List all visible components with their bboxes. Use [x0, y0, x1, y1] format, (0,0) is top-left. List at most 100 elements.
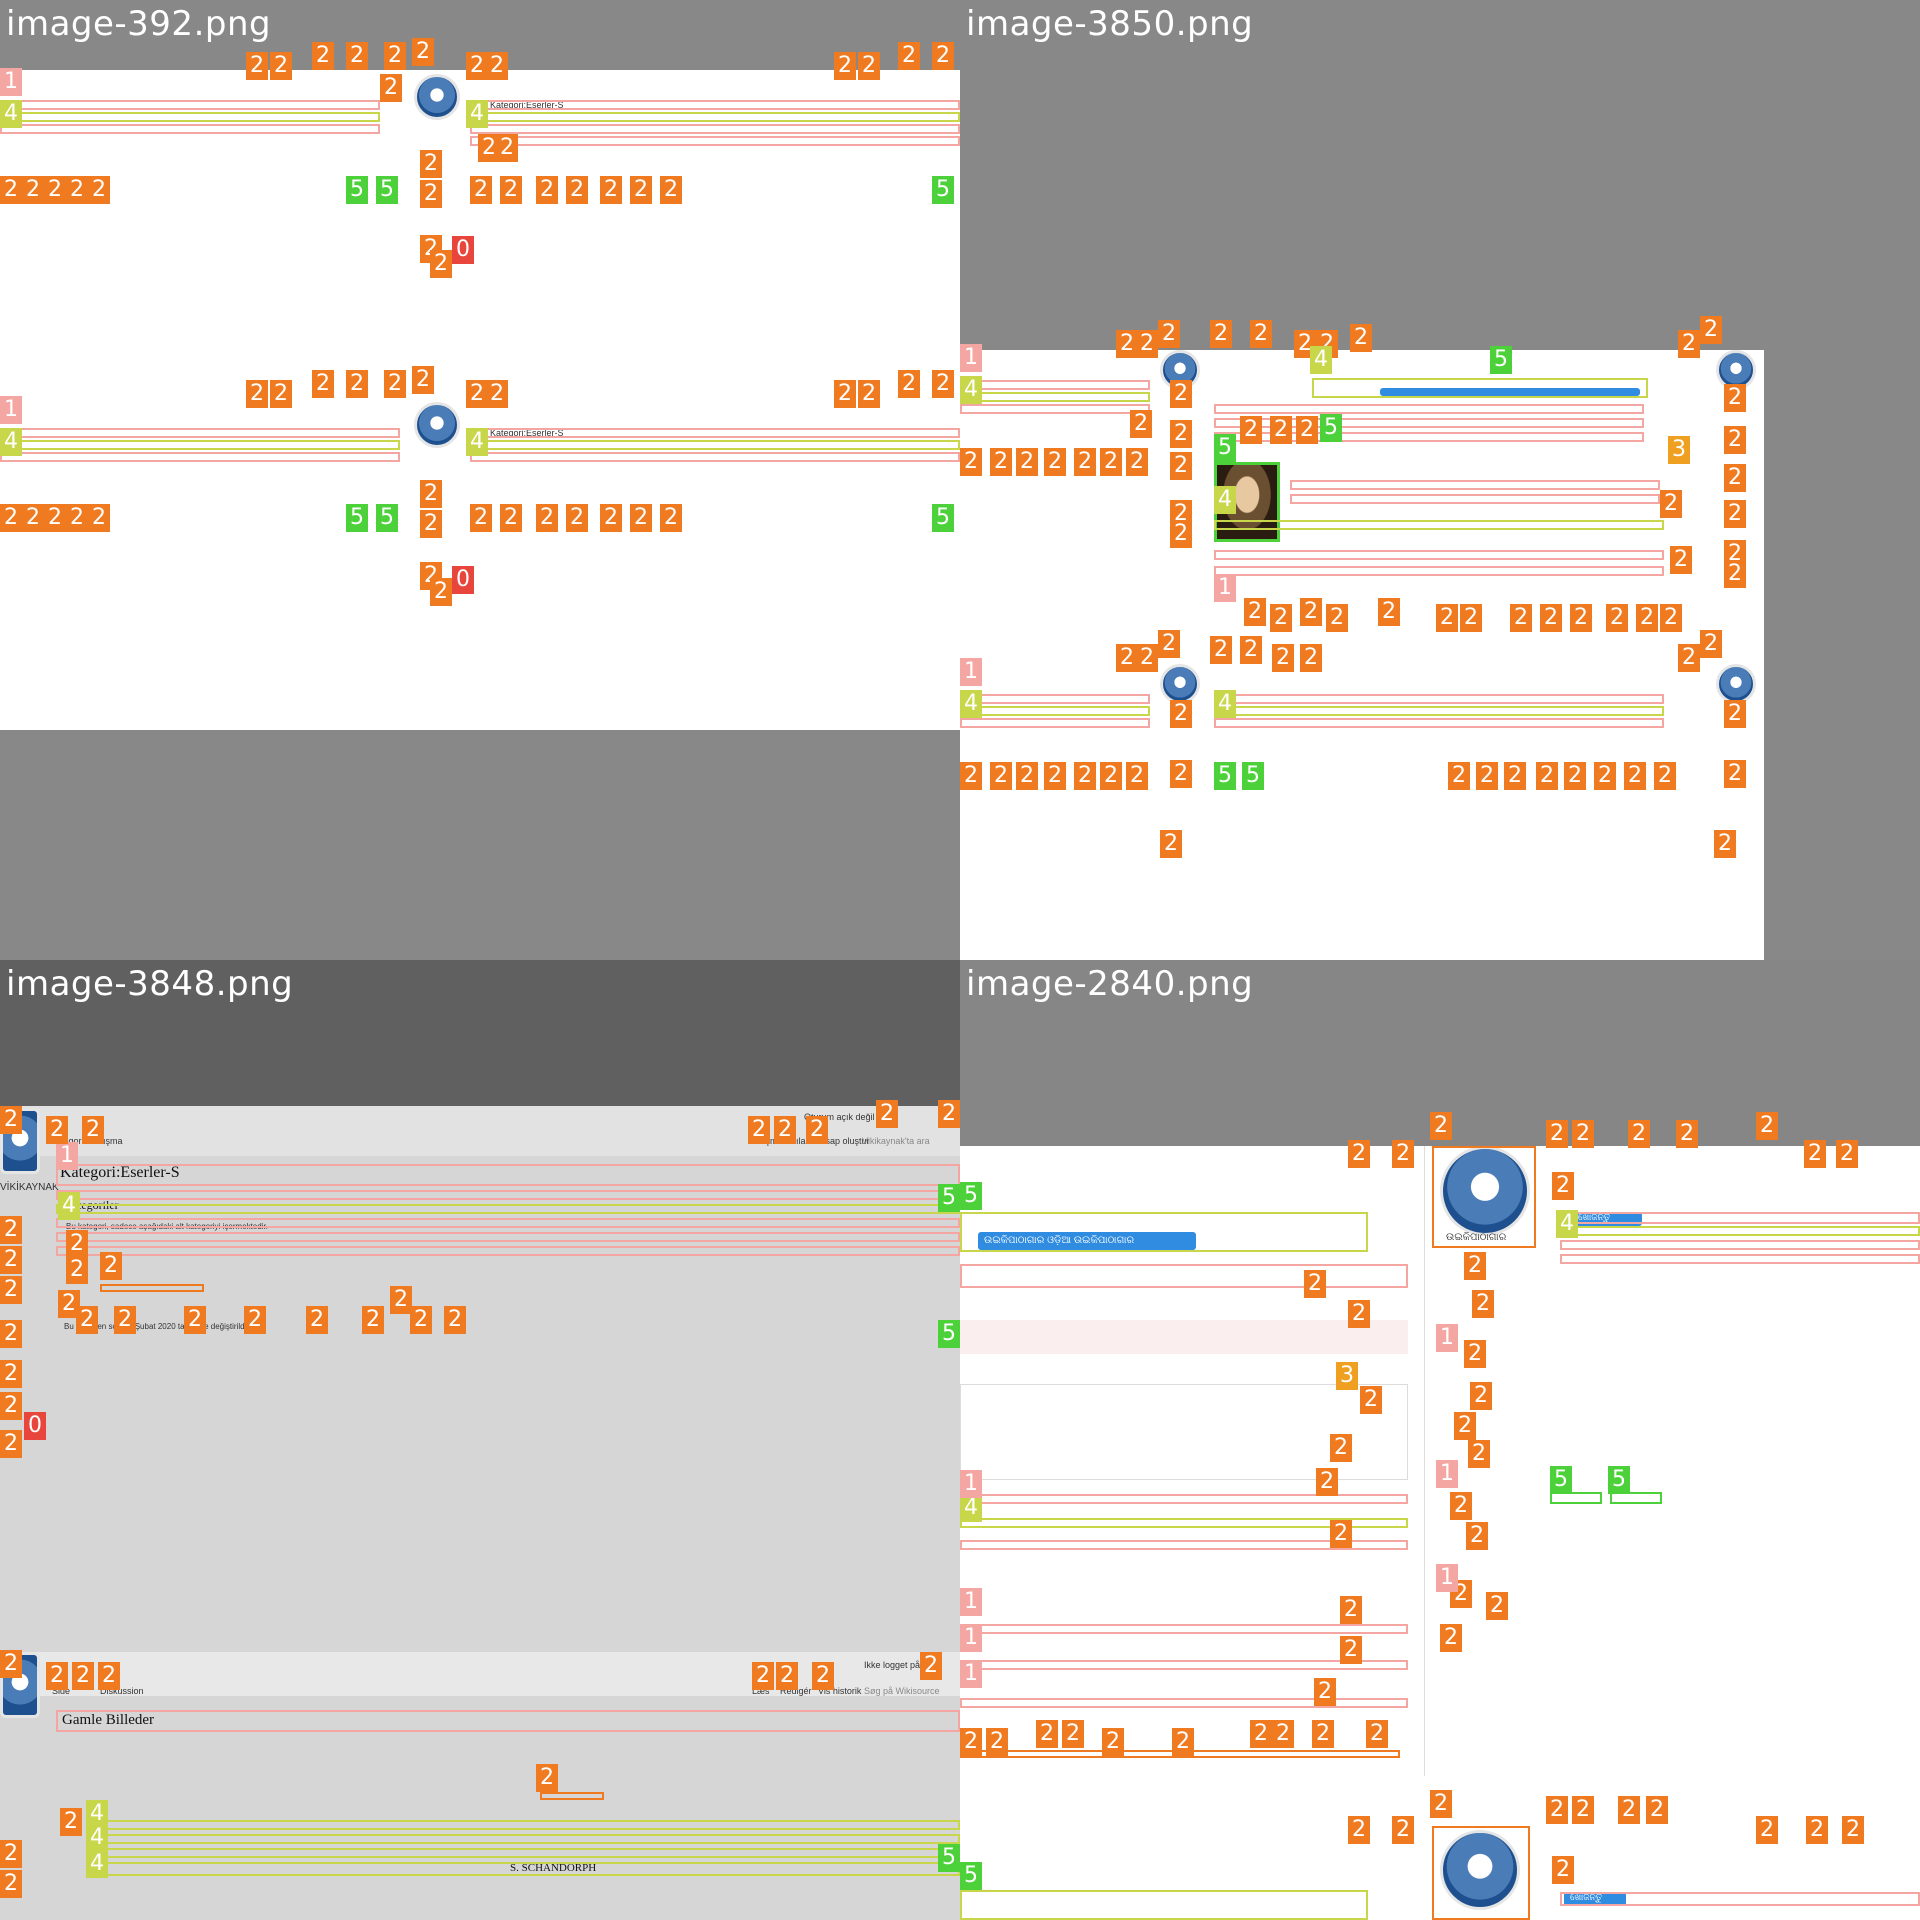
tag-2: 2	[806, 1116, 828, 1144]
tag-5: 5	[346, 176, 368, 204]
tag-2: 2	[600, 176, 622, 204]
tag-2: 2	[1062, 1720, 1084, 1748]
tag-2: 2	[1756, 1816, 1778, 1844]
overlay-search	[1312, 378, 1648, 398]
tag-2: 2	[88, 504, 110, 532]
overlay-row	[1214, 718, 1664, 728]
overlay-row	[1214, 550, 1664, 560]
tag-2: 2	[1130, 410, 1152, 438]
tag-2: 2	[1036, 1720, 1058, 1748]
tag-2: 2	[1510, 604, 1532, 632]
tag-2: 2	[60, 1808, 82, 1836]
tag-2: 2	[1160, 830, 1182, 858]
page-header	[0, 1652, 960, 1696]
tag-2: 2	[1470, 1382, 1492, 1410]
user-status[interactable]: Ikke logget på	[864, 1660, 921, 1670]
tag-2: 2	[1504, 762, 1526, 790]
overlay-row	[960, 1494, 1408, 1504]
tag-2: 2	[1460, 604, 1482, 632]
tag-2: 2	[1100, 448, 1122, 476]
tag-2: 2	[1476, 762, 1498, 790]
tag-2: 2	[244, 1306, 266, 1334]
tag-2: 2	[46, 1116, 68, 1144]
tag-2: 2	[430, 250, 452, 278]
tag-2: 2	[1618, 1796, 1640, 1824]
overlay-row	[470, 452, 960, 462]
tag-2: 2	[1170, 700, 1192, 728]
tag-2: 2	[1842, 1816, 1864, 1844]
overlay-row	[56, 1218, 960, 1228]
tag-2: 2	[66, 1256, 88, 1284]
overlay-row	[1560, 1212, 1920, 1224]
tag-2: 2	[66, 176, 88, 204]
tag-2: 2	[1660, 604, 1682, 632]
tab-diskussion[interactable]: Diskussion	[100, 1686, 144, 1696]
view-link[interactable]: Vis historik	[818, 1686, 862, 1696]
tab-tartisma[interactable]: Tartışma	[88, 1136, 123, 1146]
tag-2: 2	[1468, 1440, 1490, 1468]
overlay-row	[0, 124, 380, 134]
tag-0: 0	[452, 566, 474, 594]
tag-2: 2	[1564, 762, 1586, 790]
user-status[interactable]: Oturum açık değil	[804, 1112, 875, 1122]
overlay-row	[56, 1710, 960, 1732]
tag-3: 3	[1668, 436, 1690, 464]
tag-2: 2	[1240, 636, 1262, 664]
tag-2: 2	[1570, 604, 1592, 632]
tag-4: 4	[960, 376, 982, 404]
quadrant-title: image-2840.png	[966, 964, 1254, 1004]
overlay-row	[470, 100, 960, 110]
tag-2: 2	[1314, 1678, 1336, 1706]
tag-2: 2	[536, 504, 558, 532]
content-panel	[960, 1384, 1408, 1480]
overlay-row	[0, 428, 400, 438]
tag-5: 5	[1490, 346, 1512, 374]
tag-4: 4	[86, 1850, 108, 1878]
site-logo	[1716, 664, 1756, 704]
overlay-link	[100, 1284, 204, 1292]
tag-2: 2	[834, 380, 856, 408]
tag-2: 2	[960, 762, 982, 790]
overlay-link	[540, 1792, 604, 1800]
search-input[interactable]: Søg på Wikisource	[864, 1686, 940, 1696]
tag-2: 2	[0, 1276, 22, 1304]
tag-2: 2	[566, 504, 588, 532]
tag-2: 2	[898, 42, 920, 70]
tag-2: 2	[1158, 320, 1180, 348]
tag-2: 2	[1116, 330, 1138, 358]
tag-2: 2	[566, 176, 588, 204]
user-link[interactable]: Hesap oluştur	[814, 1136, 870, 1146]
search-input[interactable]: Vikikaynak'ta ara	[862, 1136, 930, 1146]
search-button[interactable]: ଖୋଜନ୍ତୁ	[1564, 1892, 1626, 1906]
tag-2: 2	[0, 1246, 22, 1274]
overlay-row	[960, 694, 1150, 704]
tag-4: 4	[0, 100, 22, 128]
view-link[interactable]: Læs	[752, 1686, 770, 1696]
tag-2: 2	[444, 1306, 466, 1334]
tag-2: 2	[44, 176, 66, 204]
tag-2: 2	[1170, 420, 1192, 448]
tag-2: 2	[346, 370, 368, 398]
tab-side[interactable]: Side	[52, 1686, 71, 1696]
tag-5: 5	[1550, 1466, 1572, 1494]
view-link[interactable]: Redigér	[780, 1686, 812, 1696]
overlay-row	[960, 718, 1150, 728]
tag-2: 2	[1116, 644, 1138, 672]
tag-1: 1	[1436, 1564, 1458, 1592]
tag-2: 2	[752, 1662, 774, 1690]
tag-2: 2	[1270, 416, 1292, 444]
tag-2: 2	[1392, 1816, 1414, 1844]
edited-note: Bu sayfa en son 12 Şubat 2020 tarihinde …	[64, 1322, 249, 1331]
overlay-row	[960, 1890, 1368, 1920]
overlay-logo	[1432, 1826, 1530, 1920]
tag-5: 5	[376, 176, 398, 204]
tag-4: 4	[0, 428, 22, 456]
tag-2: 2	[1606, 604, 1628, 632]
tag-2: 2	[466, 52, 488, 80]
tag-2: 2	[1594, 762, 1616, 790]
tag-2: 2	[1464, 1340, 1486, 1368]
tag-2: 2	[1170, 760, 1192, 788]
tag-2: 2	[774, 1116, 796, 1144]
tag-2: 2	[1170, 380, 1192, 408]
overlay-option	[1550, 1492, 1602, 1504]
